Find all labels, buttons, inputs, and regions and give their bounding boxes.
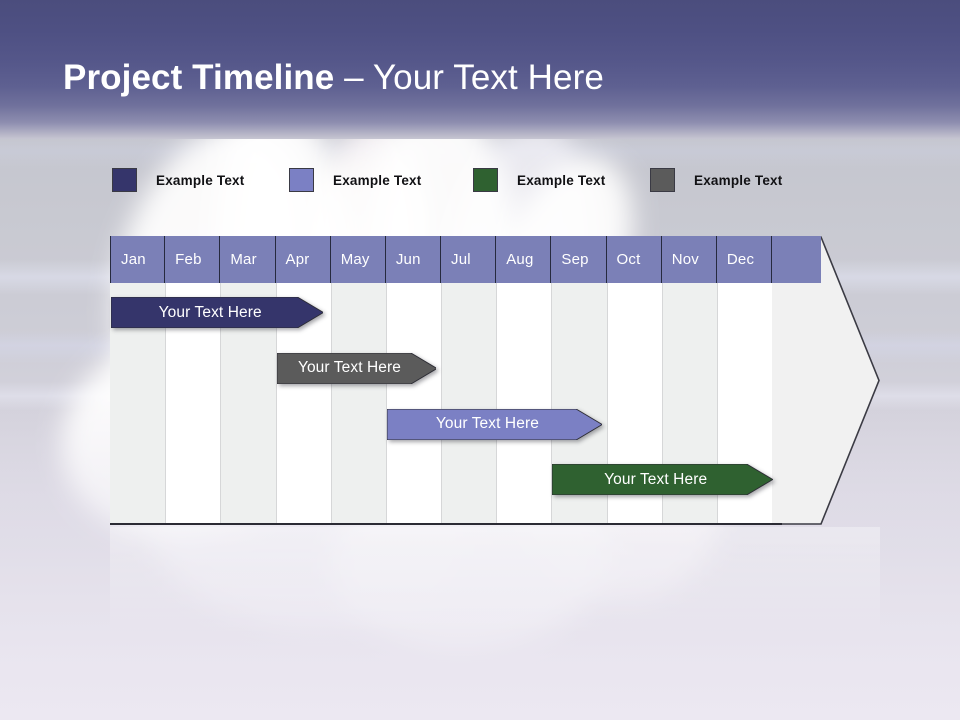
month-column-aug: Aug (496, 236, 552, 523)
legend-label: Example Text (333, 172, 422, 188)
month-header-may[interactable]: May (330, 236, 386, 283)
chart-bottom-border (110, 523, 782, 525)
task-bar-4[interactable]: Your Text Here (552, 464, 773, 496)
task-bar-shape (552, 464, 773, 496)
task-bar-label: Your Text Here (604, 470, 708, 488)
month-column-jan: Jan (110, 236, 166, 523)
month-column-jul: Jul (441, 236, 497, 523)
legend: Example Text Example Text Example Text Exam… (0, 168, 960, 196)
legend-item-3[interactable]: Example Text (473, 168, 605, 192)
month-header-jan[interactable]: Jan (110, 236, 166, 283)
task-bar-label: Your Text Here (435, 415, 539, 433)
task-bar-shape (276, 352, 437, 384)
month-header-apr[interactable]: Apr (275, 236, 331, 283)
legend-label: Example Text (156, 172, 245, 188)
task-bar-label: Your Text Here (297, 359, 402, 377)
task-bar-3[interactable]: Your Text Here (386, 408, 602, 440)
legend-item-1[interactable]: Example Text (112, 168, 244, 192)
task-bar-label: Your Text Here (158, 303, 262, 321)
month-column-feb: Feb (165, 236, 221, 523)
page-title-strong: Project Timeline (63, 58, 335, 97)
legend-item-2[interactable]: Example Text (289, 168, 421, 192)
task-bar-shape (111, 297, 324, 328)
task-bar-2[interactable]: Your Text Here (276, 352, 437, 384)
legend-swatch-navy (112, 168, 137, 192)
month-header-nov[interactable]: Nov (661, 236, 717, 283)
month-header-dec[interactable]: Dec (716, 236, 773, 283)
month-header-tail (772, 236, 821, 283)
month-header-jun[interactable]: Jun (385, 236, 442, 283)
legend-swatch-gray (650, 168, 675, 192)
legend-item-4[interactable]: Example Text (650, 168, 782, 192)
task-bar-1[interactable]: Your Text Here (111, 297, 324, 328)
legend-swatch-blue (289, 168, 314, 192)
legend-swatch-green (473, 168, 498, 192)
page-title-light: – Your Text Here (334, 58, 604, 97)
legend-label: Example Text (517, 172, 606, 188)
month-header-sep[interactable]: Sep (551, 236, 607, 283)
month-header-mar[interactable]: Mar (220, 236, 276, 283)
month-header-feb[interactable]: Feb (165, 236, 221, 283)
month-header-oct[interactable]: Oct (606, 236, 662, 283)
legend-label: Example Text (694, 172, 783, 188)
month-header-jul[interactable]: Jul (441, 236, 497, 283)
month-column-mar: Mar (220, 236, 276, 523)
month-header-aug[interactable]: Aug (496, 236, 552, 283)
task-bar-shape (386, 408, 602, 440)
title-band: Project Timeline – Your Text Here (0, 0, 960, 139)
page-title: Project Timeline – Your Text Here (63, 58, 604, 98)
